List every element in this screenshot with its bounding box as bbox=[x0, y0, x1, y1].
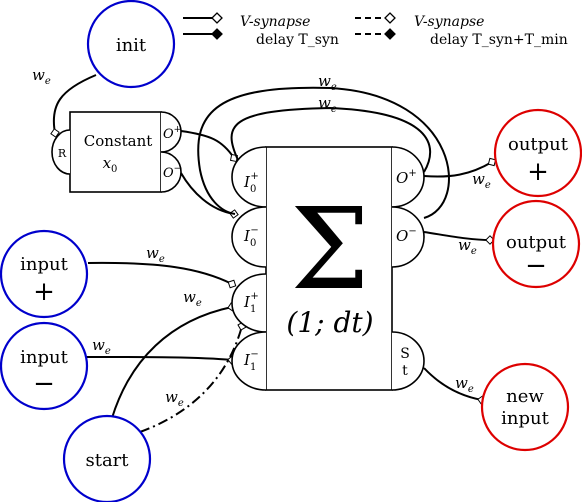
sum-port-in1-minus-label: I1− bbox=[243, 349, 259, 373]
wire-feedback-outer bbox=[197, 86, 450, 219]
wire-feedback-inner bbox=[230, 106, 432, 173]
node-output-plus: output + bbox=[493, 108, 582, 198]
legend-synapse-icon bbox=[183, 12, 223, 40]
weight-label-loop-inner: we bbox=[318, 94, 337, 115]
sum-port-in0-plus-label: I0+ bbox=[243, 171, 259, 195]
weight-label-loop-outer: we bbox=[318, 72, 337, 93]
node-start: start bbox=[62, 414, 152, 502]
wire-const-plus-i0p bbox=[180, 130, 239, 163]
wire-init-reset bbox=[50, 74, 97, 138]
sum-port-in0-minus-label: I0− bbox=[243, 225, 259, 249]
wire-outp-output bbox=[423, 157, 497, 178]
sum-block: Σ (1; dt) I0+ I0− I1+ I1− O+ O− S t bbox=[231, 146, 425, 391]
wire-inputp-i1p bbox=[87, 261, 237, 289]
legend-row2-delay: delay T_syn+T_min bbox=[430, 32, 568, 48]
sum-port-out-minus bbox=[391, 206, 425, 268]
constant-value: x0 bbox=[103, 154, 118, 175]
sum-port-out-plus-label: O+ bbox=[396, 168, 417, 187]
sum-port-st-label-bottom: t bbox=[402, 363, 408, 379]
weight-label-st: we bbox=[455, 374, 474, 395]
wire-inputm-i1m bbox=[85, 355, 237, 365]
sum-port-in1-minus bbox=[231, 331, 267, 391]
legend-row1-delay: delay T_syn bbox=[256, 32, 339, 48]
wire-start-i1m-delayed bbox=[139, 321, 247, 433]
node-input-plus-label: input bbox=[20, 254, 68, 275]
constant-block: Constant x0 R O+ O− bbox=[51, 111, 182, 193]
constant-port-out-minus-label: O− bbox=[163, 164, 181, 181]
wires bbox=[50, 74, 497, 433]
wire-st-newinput bbox=[423, 367, 487, 405]
sum-port-in1-plus-label: I1+ bbox=[243, 291, 259, 315]
sum-symbol: Σ bbox=[290, 185, 369, 315]
sum-port-st bbox=[391, 331, 425, 391]
sum-port-in0-minus bbox=[231, 206, 267, 268]
weight-label-outm: we bbox=[458, 236, 477, 257]
node-output-plus-sign: + bbox=[527, 157, 549, 187]
node-input-plus: input + bbox=[0, 229, 89, 319]
legend: V-synapse delay T_syn V-synapse delay T_… bbox=[183, 12, 568, 48]
constant-port-out-plus-label: O+ bbox=[163, 125, 181, 142]
constant-port-out-minus bbox=[160, 151, 182, 193]
node-input-plus-sign: + bbox=[33, 277, 55, 307]
sum-param: (1; dt) bbox=[286, 306, 373, 339]
sum-port-in0-plus bbox=[231, 146, 267, 208]
weight-label-inputp: we bbox=[146, 244, 165, 265]
node-input-minus: input − bbox=[0, 321, 89, 411]
weight-label-start-i1m: we bbox=[165, 388, 184, 409]
weight-label-init: we bbox=[32, 66, 51, 87]
sum-port-out-minus-label: O− bbox=[396, 226, 417, 245]
sum-port-st-label-top: S bbox=[400, 346, 410, 362]
node-output-minus-sign: − bbox=[525, 251, 547, 281]
node-input-minus-label: input bbox=[20, 347, 68, 368]
node-output-plus-label: output bbox=[508, 134, 569, 155]
constant-port-reset bbox=[51, 129, 71, 175]
node-input-minus-sign: − bbox=[33, 369, 55, 399]
constant-port-reset-label: R bbox=[58, 147, 67, 160]
sum-port-out-plus bbox=[391, 146, 425, 208]
wire-outm-output bbox=[423, 231, 495, 245]
legend-row2-name: V-synapse bbox=[414, 14, 484, 30]
node-output-minus-label: output bbox=[506, 232, 567, 253]
constant-port-out-plus bbox=[160, 111, 182, 153]
node-init: init bbox=[86, 0, 176, 89]
sum-port-in1-plus bbox=[231, 273, 267, 333]
node-init-label: init bbox=[116, 35, 147, 56]
node-new-input: new input bbox=[480, 362, 570, 452]
node-start-label: start bbox=[85, 450, 129, 471]
wire-start-i1p bbox=[111, 302, 237, 419]
node-output-minus: output − bbox=[491, 199, 581, 289]
constant-title: Constant bbox=[84, 132, 153, 150]
weight-label-start-i1p: we bbox=[183, 288, 202, 309]
node-new-input-label-2: input bbox=[501, 408, 549, 429]
legend-delayed-synapse-icon bbox=[355, 12, 396, 40]
weight-label-inputm: we bbox=[92, 336, 111, 357]
weight-labels: we we we we we we we we we we bbox=[32, 66, 491, 409]
legend-row1-name: V-synapse bbox=[240, 14, 310, 30]
node-new-input-label-1: new bbox=[506, 386, 544, 407]
weight-label-outp: we bbox=[472, 170, 491, 191]
